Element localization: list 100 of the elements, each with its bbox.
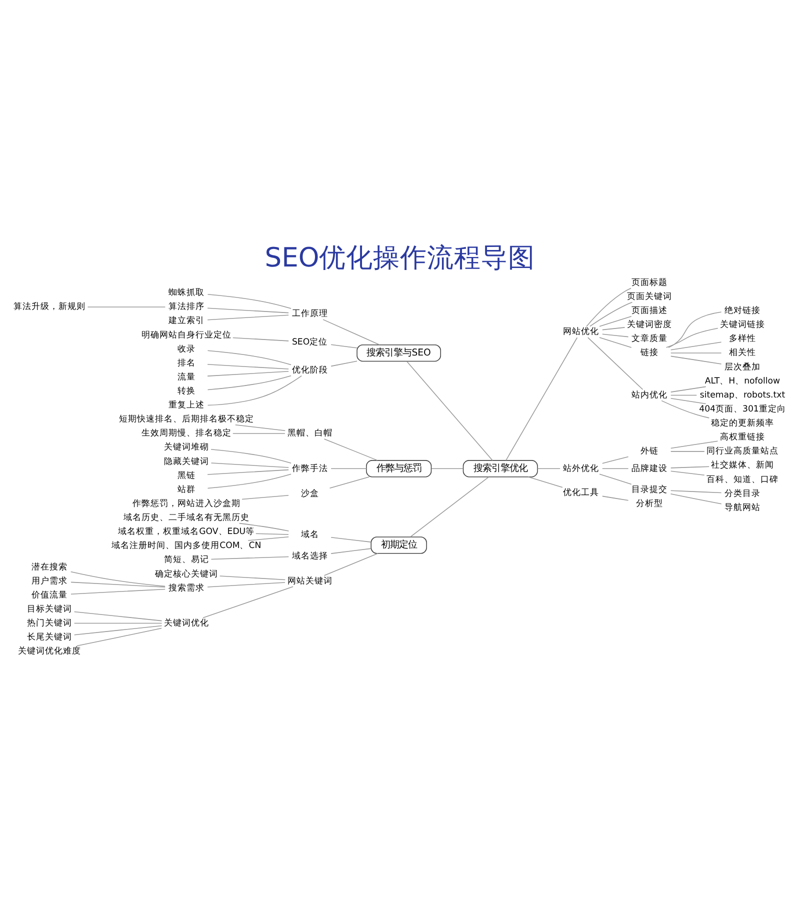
connector	[235, 424, 286, 432]
node-text: 算法升级，新规则	[14, 302, 86, 312]
connector	[232, 337, 289, 342]
connector	[207, 371, 289, 376]
connector	[322, 319, 380, 346]
connector	[70, 571, 166, 587]
connector	[661, 400, 710, 418]
node-text: 网站关键词	[287, 576, 332, 586]
connector	[670, 398, 706, 404]
connector	[324, 438, 378, 461]
connector	[210, 462, 289, 468]
node-text: 关键词密度	[627, 320, 672, 330]
node-text: 分类目录	[724, 488, 760, 499]
connector	[670, 490, 722, 494]
connector	[537, 468, 560, 470]
node-text: 稳定的更新频率	[711, 418, 774, 429]
connector	[207, 308, 289, 314]
node-box: 作弊与惩罚	[366, 460, 432, 478]
connector	[207, 350, 292, 366]
connector	[207, 375, 292, 390]
node-text: 域名选择	[292, 551, 328, 562]
connector	[256, 533, 289, 535]
node-text: 绝对链接	[724, 306, 760, 316]
node-text: 长尾关键词	[27, 632, 72, 643]
node-text: 黑帽、白帽	[287, 428, 332, 439]
node-text: 明确网站自身行业定位	[141, 330, 232, 340]
node-text: 黑链	[177, 470, 196, 481]
connector	[207, 364, 289, 370]
node-text: 层次叠加	[724, 362, 760, 372]
connector	[586, 288, 632, 327]
connector	[670, 470, 705, 476]
node-text: 算法排序	[168, 302, 204, 312]
node-text: 蜘蛛抓取	[168, 288, 204, 298]
node-text: 确定核心关键词	[154, 569, 218, 580]
node-text: 潜在搜索	[32, 562, 68, 572]
connector	[670, 440, 718, 449]
node-text: 作弊惩罚，网站进入沙盒期	[132, 498, 240, 509]
connector	[207, 582, 286, 588]
node-text: 短期快速排名、后期排名极不稳定	[118, 414, 254, 425]
connector	[670, 466, 710, 468]
node-text: 域名历史、二手域名有无黑历史	[123, 513, 250, 524]
node-text: 高权重链接	[720, 432, 765, 443]
node-text: 相关性	[729, 348, 756, 358]
node-text: 页面描述	[632, 306, 668, 316]
node-text: 价值流量	[32, 590, 68, 600]
connector	[330, 344, 358, 348]
connector	[666, 328, 718, 348]
node-text: ALT、H、nofollow	[704, 376, 780, 386]
node-text: 品牌建设	[632, 464, 668, 474]
node-text: 网站优化	[563, 327, 600, 338]
connector	[70, 588, 166, 594]
connector	[330, 468, 367, 470]
connector	[324, 553, 378, 576]
diagram-title: SEO优化操作流程导图	[264, 242, 536, 274]
connector	[207, 375, 302, 406]
node-text: 导航网站	[724, 502, 760, 513]
connector	[602, 456, 629, 464]
connector	[602, 334, 629, 338]
node-box: 搜索引擎优化	[462, 460, 538, 478]
node-text: 生效周期慢、排名稳定	[141, 428, 232, 439]
node-text: 分析型	[636, 498, 664, 509]
node-text: 工作原理	[292, 309, 328, 320]
connector	[602, 327, 626, 330]
connector	[670, 386, 706, 392]
connector	[330, 360, 358, 367]
node-text: 作弊手法	[292, 464, 328, 474]
connector	[207, 294, 292, 309]
connector	[670, 356, 722, 364]
node-text: 目录提交	[632, 484, 668, 495]
node-text: 链接	[640, 348, 659, 358]
node-text: 页面关键词	[627, 292, 672, 302]
node-text: 沙盒	[300, 488, 319, 499]
connector	[670, 451, 705, 452]
connector	[668, 312, 722, 348]
connector	[330, 537, 372, 542]
node-text: 外链	[640, 446, 659, 457]
node-text: 关键词优化难度	[18, 646, 82, 657]
connector	[248, 536, 289, 541]
connector	[590, 302, 633, 327]
node-text: 关键词堆砌	[164, 442, 209, 453]
connector	[602, 468, 629, 470]
connector	[210, 448, 292, 464]
node-text: 热门关键词	[27, 618, 72, 628]
connector	[670, 493, 722, 504]
connector	[210, 556, 289, 560]
node-text: 重复上述	[168, 400, 204, 411]
node-text: 用户需求	[32, 576, 68, 586]
connector	[242, 494, 289, 500]
connector	[599, 474, 632, 485]
connector	[670, 394, 697, 396]
connector	[330, 548, 372, 554]
node-text: 站群	[177, 484, 196, 495]
node-text: 优化工具	[563, 488, 600, 498]
connector	[506, 337, 578, 461]
node-text: 关键词优化	[164, 618, 209, 628]
connector	[74, 625, 162, 636]
node-text: 流量	[177, 372, 196, 382]
node-text: 目标关键词	[27, 604, 72, 614]
connector	[599, 316, 632, 327]
node-text: 页面标题	[632, 278, 668, 288]
